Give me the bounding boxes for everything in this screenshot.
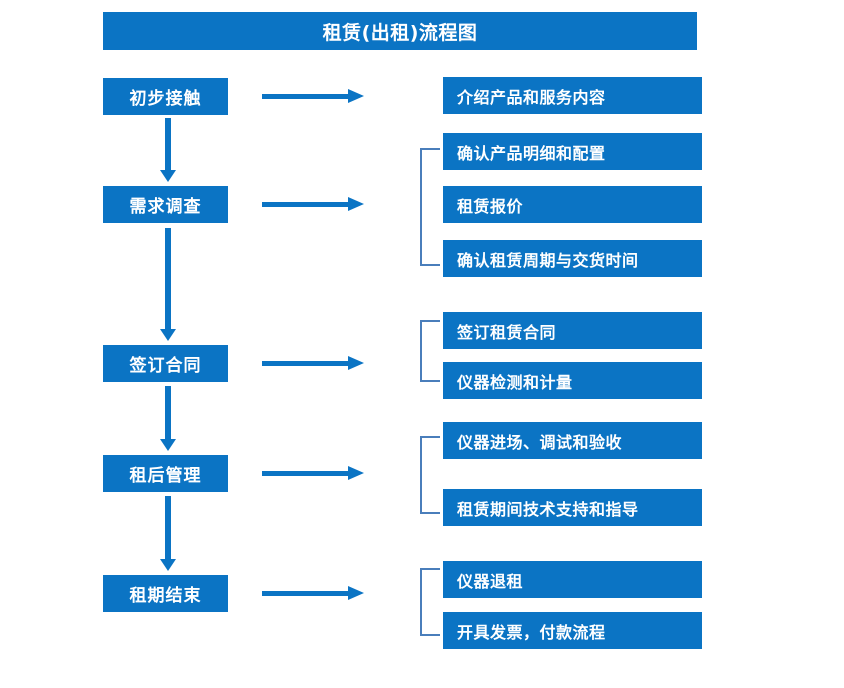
detail-box-confirm-period-delivery[interactable]: 确认租赁周期与交货时间	[443, 240, 702, 277]
detail-label: 开具发票，付款流程	[457, 622, 606, 642]
arrow-right-icon-3	[262, 355, 364, 371]
stage-box-rental-end[interactable]: 租期结束	[103, 575, 228, 612]
stage-label: 租后管理	[129, 466, 202, 486]
group-bracket-icon-3	[420, 320, 440, 382]
stage-label: 需求调查	[129, 197, 202, 217]
arrow-down-icon-3	[160, 386, 176, 451]
detail-box-instrument-inspection[interactable]: 仪器检测和计量	[443, 362, 702, 399]
stage-label: 签订合同	[129, 356, 202, 376]
detail-box-technical-support[interactable]: 租赁期间技术支持和指导	[443, 489, 702, 526]
detail-box-invoice-payment[interactable]: 开具发票，付款流程	[443, 612, 702, 649]
arrow-right-icon-2	[262, 196, 364, 212]
detail-label: 仪器检测和计量	[457, 372, 573, 392]
arrow-down-icon-1	[160, 118, 176, 182]
stage-box-initial-contact[interactable]: 初步接触	[103, 78, 228, 115]
group-bracket-icon-4	[420, 436, 440, 514]
arrow-right-icon-5	[262, 585, 364, 601]
detail-label: 仪器退租	[457, 571, 524, 591]
detail-box-introduce-products[interactable]: 介绍产品和服务内容	[443, 77, 702, 114]
detail-label: 确认租赁周期与交货时间	[457, 250, 639, 270]
stage-label: 租期结束	[129, 586, 202, 606]
arrow-down-icon-2	[160, 228, 176, 341]
stage-box-demand-survey[interactable]: 需求调查	[103, 186, 228, 223]
arrow-right-icon-4	[262, 465, 364, 481]
detail-label: 签订租赁合同	[457, 322, 557, 342]
detail-box-sign-rental-contract[interactable]: 签订租赁合同	[443, 312, 702, 349]
stage-label: 初步接触	[129, 89, 202, 109]
stage-box-sign-contract[interactable]: 签订合同	[103, 345, 228, 382]
stage-box-post-rental-management[interactable]: 租后管理	[103, 455, 228, 492]
detail-box-instrument-return[interactable]: 仪器退租	[443, 561, 702, 598]
detail-label: 仪器进场、调试和验收	[457, 432, 623, 452]
arrow-right-icon-1	[262, 88, 364, 104]
page-title: 租赁(出租)流程图	[103, 12, 697, 50]
detail-label: 介绍产品和服务内容	[457, 87, 606, 107]
group-bracket-icon-5	[420, 568, 440, 636]
detail-label: 确认产品明细和配置	[457, 143, 606, 163]
detail-label: 租赁报价	[457, 196, 524, 216]
detail-box-instrument-entry-commissioning[interactable]: 仪器进场、调试和验收	[443, 422, 702, 459]
group-bracket-icon-2	[420, 148, 440, 266]
detail-box-rental-quote[interactable]: 租赁报价	[443, 186, 702, 223]
detail-box-confirm-product-spec[interactable]: 确认产品明细和配置	[443, 133, 702, 170]
detail-label: 租赁期间技术支持和指导	[457, 499, 639, 519]
arrow-down-icon-4	[160, 496, 176, 571]
